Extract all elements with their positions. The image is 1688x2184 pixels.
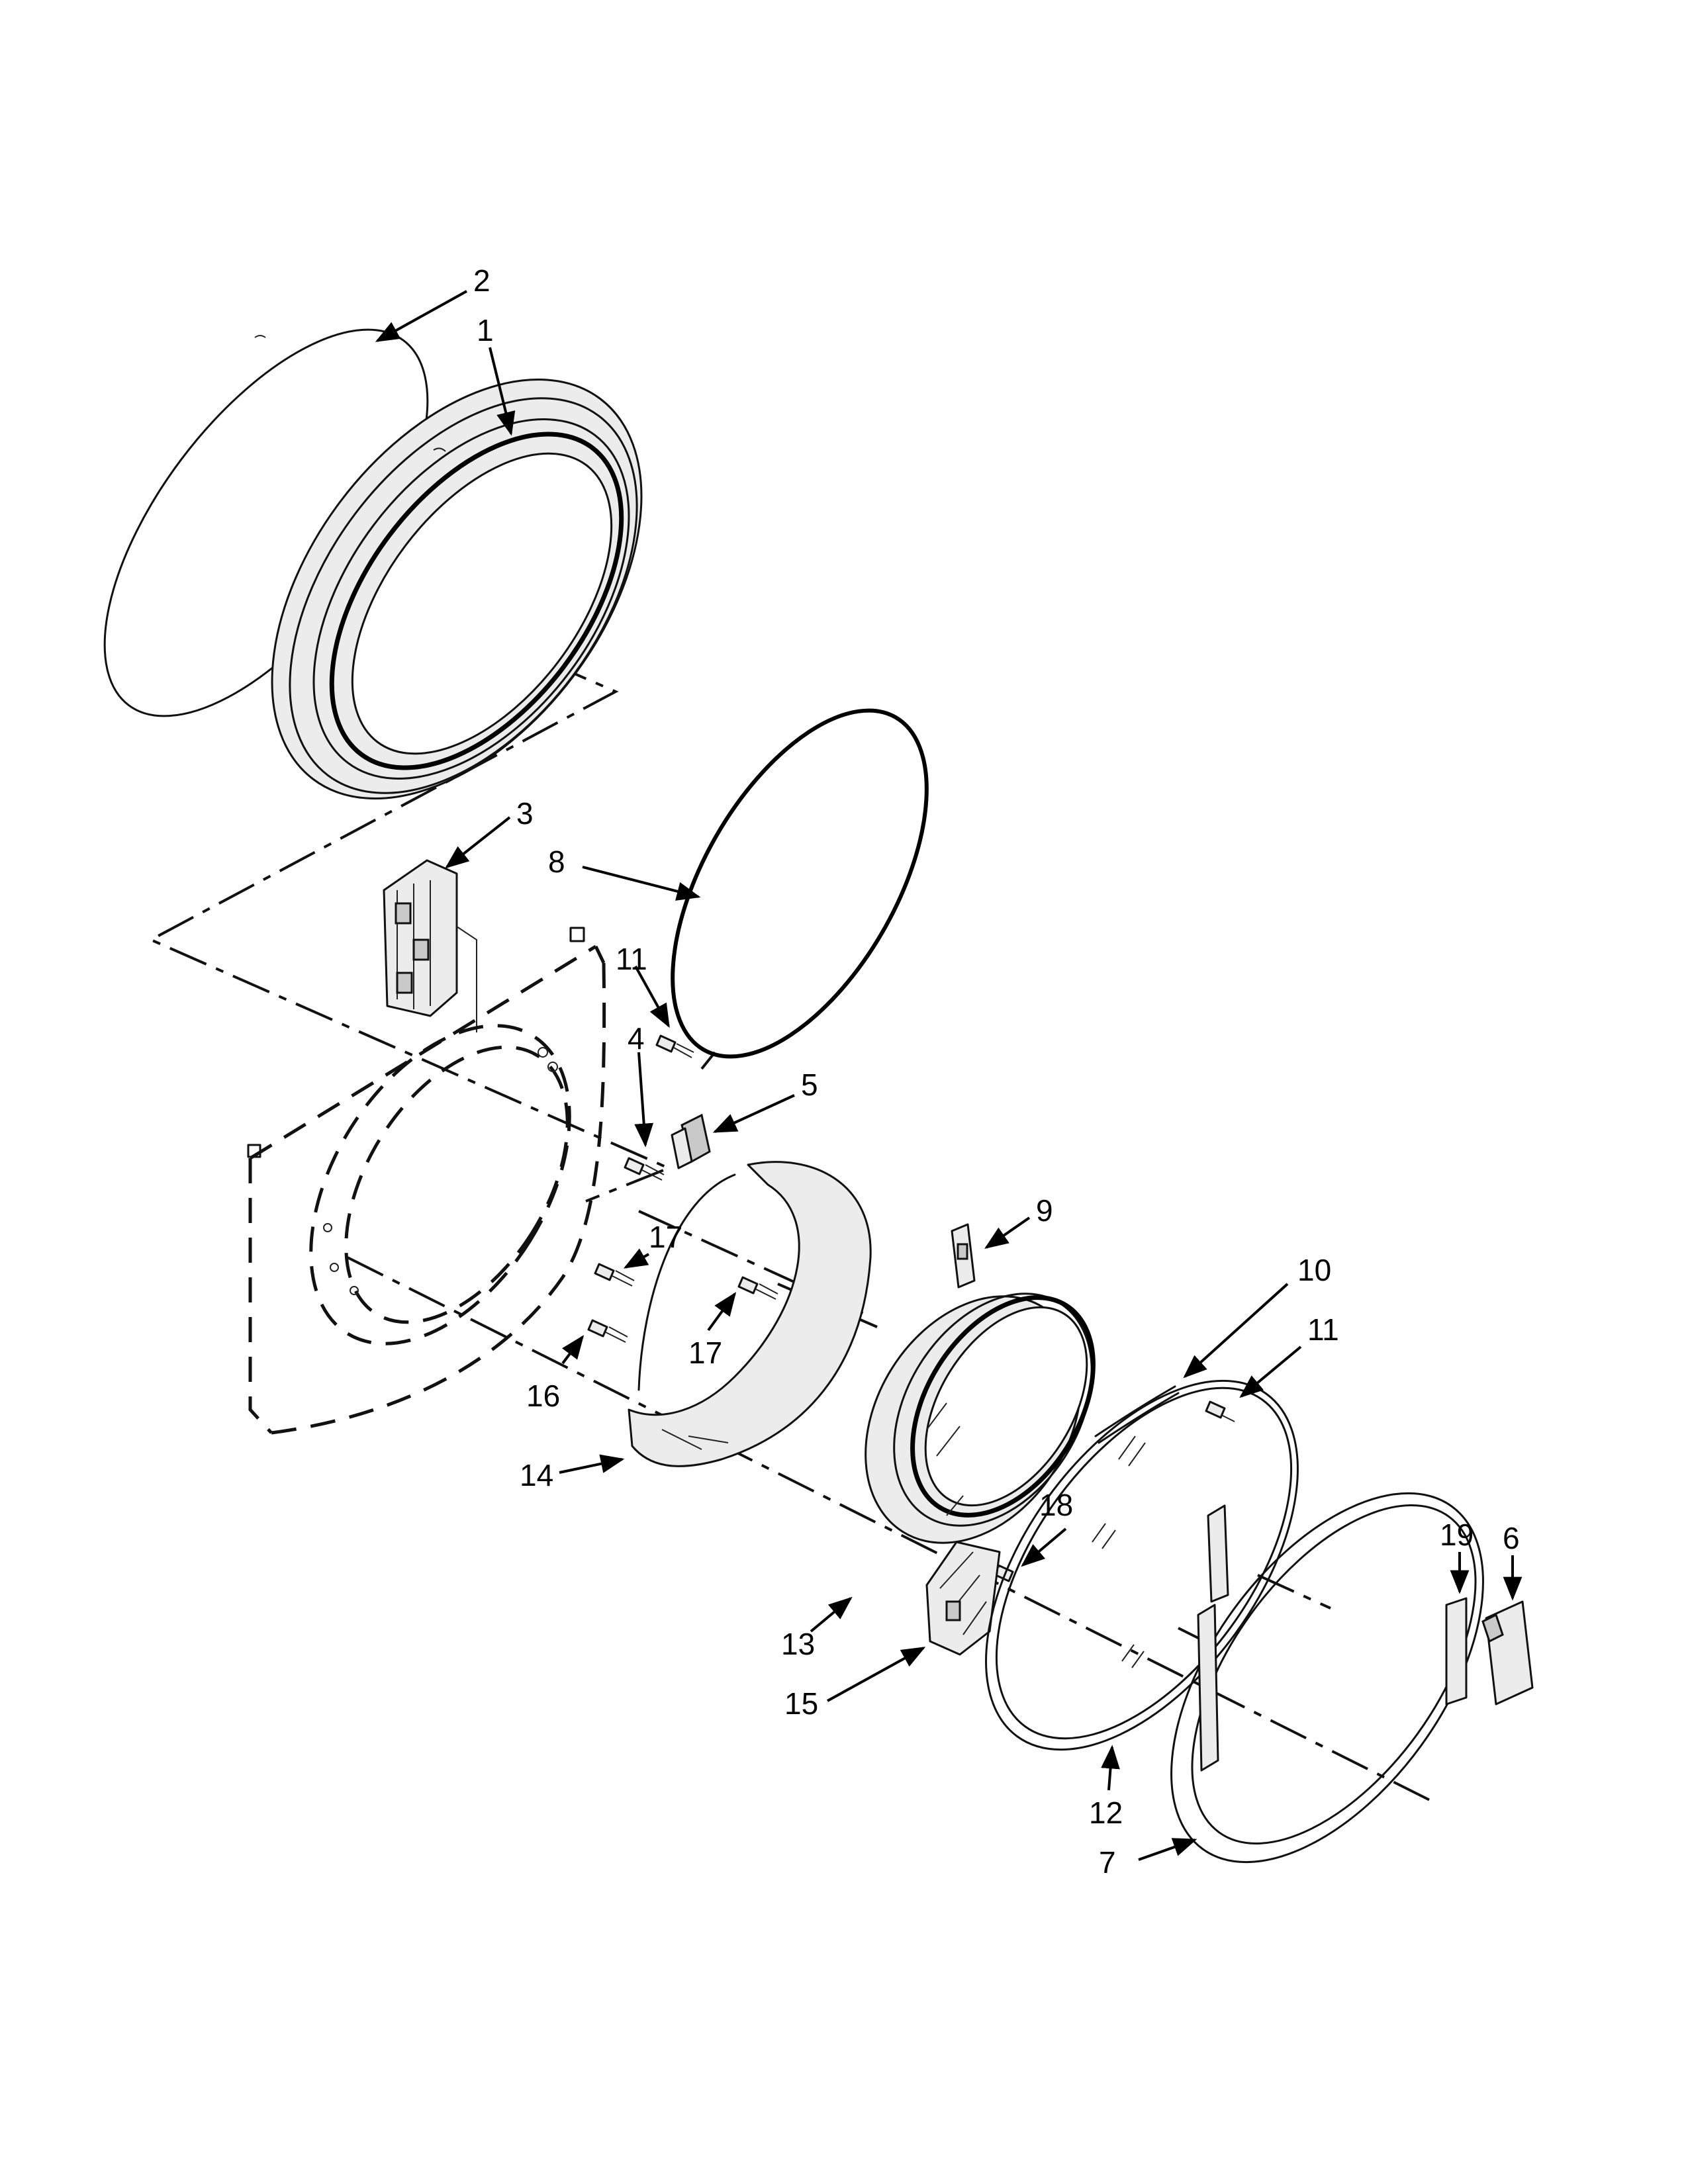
part-8-door-seal xyxy=(671,708,929,1059)
part-12-glass xyxy=(985,1379,1299,1751)
screw-17-left xyxy=(594,1263,635,1287)
part-7-door-ring xyxy=(1170,1492,1484,1864)
part-15-handle xyxy=(925,1541,1001,1656)
callout-1: 1 xyxy=(477,313,494,347)
callout-9: 9 xyxy=(1036,1193,1053,1228)
callout-17-left: 17 xyxy=(649,1220,682,1254)
callout-13: 13 xyxy=(781,1627,815,1661)
callout-12: 12 xyxy=(1089,1796,1123,1830)
callout-6: 6 xyxy=(1503,1521,1520,1555)
callout-10: 10 xyxy=(1297,1253,1331,1287)
callout-14: 14 xyxy=(520,1458,553,1492)
callout-2: 2 xyxy=(473,263,491,298)
part-3-door-lock xyxy=(383,859,477,1032)
callout-4: 4 xyxy=(628,1021,645,1056)
leader-lines xyxy=(375,290,1523,1861)
screw-4 xyxy=(624,1157,665,1181)
part-1-door-frame xyxy=(271,378,643,800)
callout-8: 8 xyxy=(548,844,565,879)
callout-labels: 2 1 3 8 11 4 5 9 17 17 16 10 11 14 18 19… xyxy=(473,263,1520,1880)
callout-16: 16 xyxy=(526,1379,560,1413)
front-panel-outline xyxy=(247,927,606,1435)
callout-5: 5 xyxy=(801,1068,818,1102)
part-5-hinge xyxy=(671,1113,711,1169)
callout-19: 19 xyxy=(1440,1518,1474,1552)
screw-11-lower xyxy=(1205,1400,1235,1422)
screw-17-right xyxy=(737,1276,778,1300)
assembly-axes xyxy=(148,634,1430,1801)
callout-11-lower: 11 xyxy=(1307,1312,1339,1347)
callout-7: 7 xyxy=(1099,1845,1116,1880)
callout-18: 18 xyxy=(1039,1488,1073,1522)
part-6-handle-cover xyxy=(1481,1600,1534,1706)
part-14-inner-panel xyxy=(628,1161,872,1467)
callout-11-upper: 11 xyxy=(616,942,647,976)
part-13-inner-bowl xyxy=(865,1293,1096,1544)
callout-3: 3 xyxy=(516,796,534,831)
callout-15: 15 xyxy=(784,1686,818,1721)
part-9-strike xyxy=(951,1223,976,1289)
screw-11-upper xyxy=(655,1034,694,1058)
part-19-label xyxy=(1445,1597,1468,1706)
part-10-wire xyxy=(1094,1385,1180,1444)
screw-16 xyxy=(587,1319,628,1343)
callout-17-right: 17 xyxy=(688,1336,722,1370)
